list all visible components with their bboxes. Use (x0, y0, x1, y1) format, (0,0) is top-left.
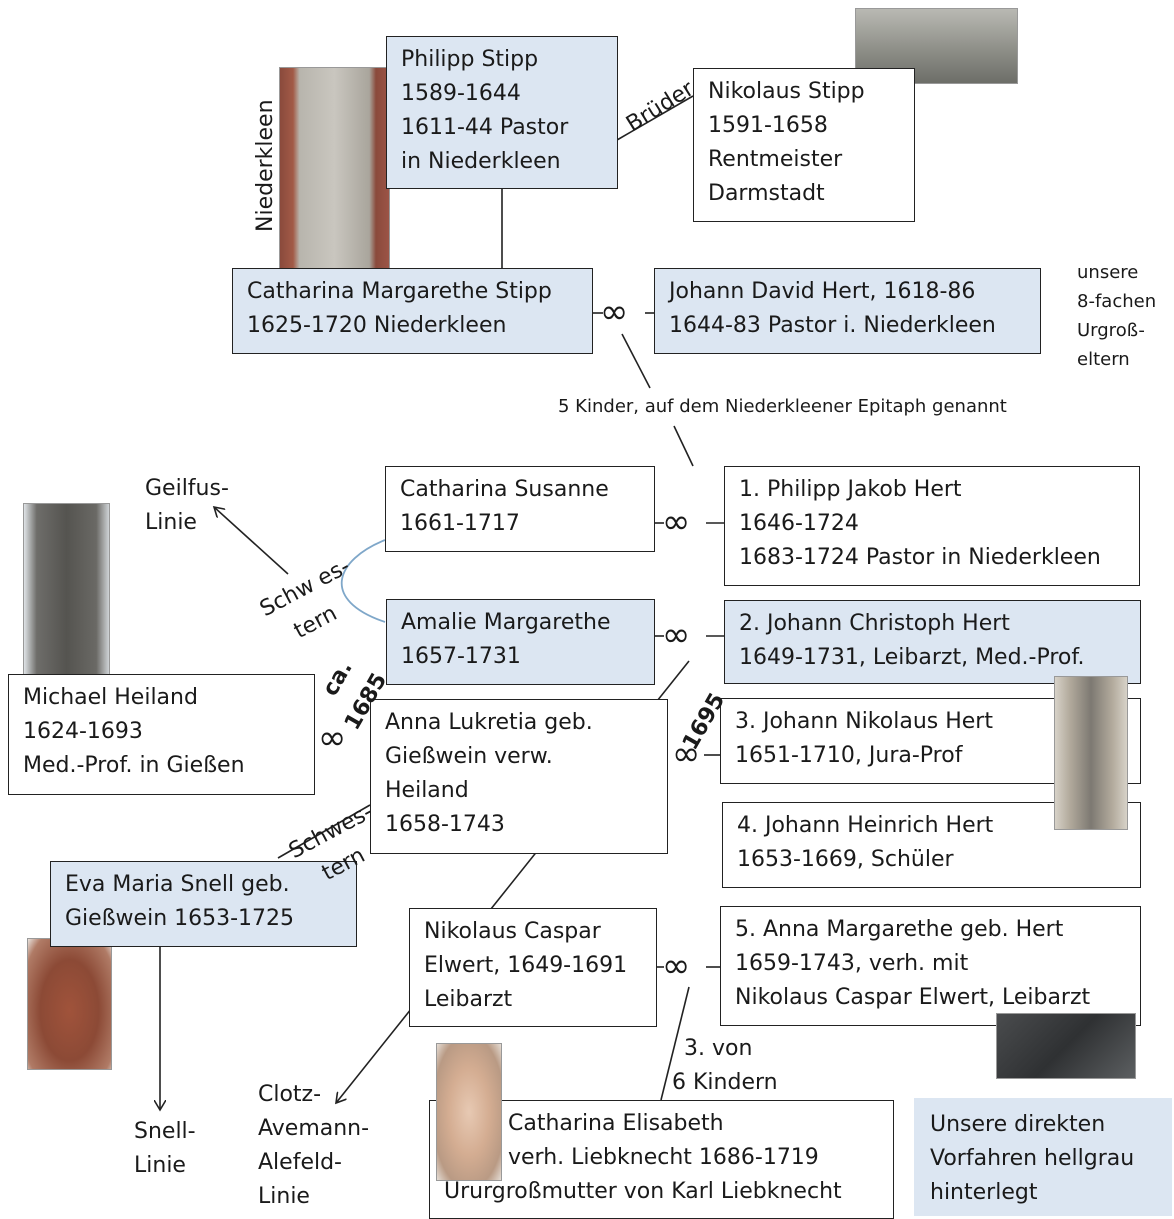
epitaph-photo-heiland (23, 503, 110, 683)
label-urgrosseltern: unsere 8-fachen Urgroß- eltern (1077, 262, 1157, 370)
marriage-symbol-heiland-anna: ∞ (318, 718, 347, 758)
person-name: Nikolaus Stipp (708, 79, 865, 104)
epitaph-photo-elwert-overlay (996, 1013, 1136, 1079)
person-anna-lukretia: Anna Lukretia geb. Gießwein verw. Heilan… (370, 699, 668, 854)
label-geilfus-linie: Geilfus- Linie (145, 476, 229, 535)
person-johann-david-hert: Johann David Hert, 1618-86 1644-83 Pasto… (654, 268, 1041, 354)
person-nikolaus-caspar-elwert: Nikolaus Caspar Elwert, 1649-1691 Leibar… (409, 908, 657, 1027)
brueder-line (616, 95, 694, 141)
label-clotz-linie: Clotz- Avemann- Alefeld- Linie (258, 1082, 370, 1209)
label-snell-linie: Snell- Linie (134, 1119, 196, 1178)
sisters-arc (340, 539, 386, 623)
person-philipp-stipp: Philipp Stipp 1589-1644 1611-44 Pastor i… (386, 36, 618, 189)
geilfus-arrow (214, 507, 289, 575)
epitaph-photo-niederkleen (279, 67, 390, 270)
schwestern-line (277, 804, 371, 859)
label-niederkleen: Niederkleen (253, 99, 278, 232)
marriage-symbol-susanne-philipp: ∞ (662, 502, 691, 542)
person-catharina-margarethe-stipp: Catharina Margarethe Stipp 1625-1720 Nie… (232, 268, 593, 354)
person-eva-maria-snell: Eva Maria Snell geb. Gießwein 1653-1725 (50, 861, 357, 947)
label-kinder-note: 5 Kinder, auf dem Niederkleener Epitaph … (558, 396, 1007, 417)
person-catharina-elisabeth: Catharina Elisabeth verh. Liebknecht 168… (429, 1100, 894, 1219)
marriage-symbol-stipp-hert: ∞ (600, 292, 629, 332)
person-anna-margarethe-hert: 5. Anna Margarethe geb. Hert 1659-1743, … (720, 906, 1141, 1026)
person-name: Philipp Stipp (401, 47, 539, 72)
kinder-line-lower (673, 425, 694, 467)
person-nikolaus-stipp: Nikolaus Stipp 1591-1658 Rentmeister Dar… (693, 68, 915, 222)
person-philipp-jakob-hert: 1. Philipp Jakob Hert 1646-1724 1683-172… (724, 466, 1140, 586)
label-von-kindern: 3. von 6 Kindern (672, 1036, 778, 1095)
marriage-symbol-elwert: ∞ (662, 946, 691, 986)
elwert-descent-line (660, 986, 690, 1101)
marriage-symbol-amalie-christoph: ∞ (662, 615, 691, 655)
person-michael-heiland: Michael Heiland 1624-1693 Med.-Prof. in … (8, 674, 315, 795)
marriage-symbol-anna-nikolaus: ∞ (672, 734, 701, 774)
legend-box: Unsere direkten Vorfahren hellgrau hinte… (914, 1098, 1172, 1216)
kinder-line-upper (621, 333, 651, 389)
epitaph-photo-nikolaus-overlay (1054, 676, 1128, 830)
person-amalie-margarethe: Amalie Margarethe 1657-1731 (386, 599, 655, 685)
epitaph-photo-snell (27, 938, 112, 1070)
person-johann-christoph-hert: 2. Johann Christoph Hert 1649-1731, Leib… (724, 600, 1141, 684)
person-catharina-susanne: Catharina Susanne 1661-1717 (385, 466, 655, 552)
person-johann-nikolaus-hert: 3. Johann Nikolaus Hert 1651-1710, Jura-… (720, 698, 1141, 784)
epitaph-photo-liebknecht-overlay (436, 1043, 502, 1181)
